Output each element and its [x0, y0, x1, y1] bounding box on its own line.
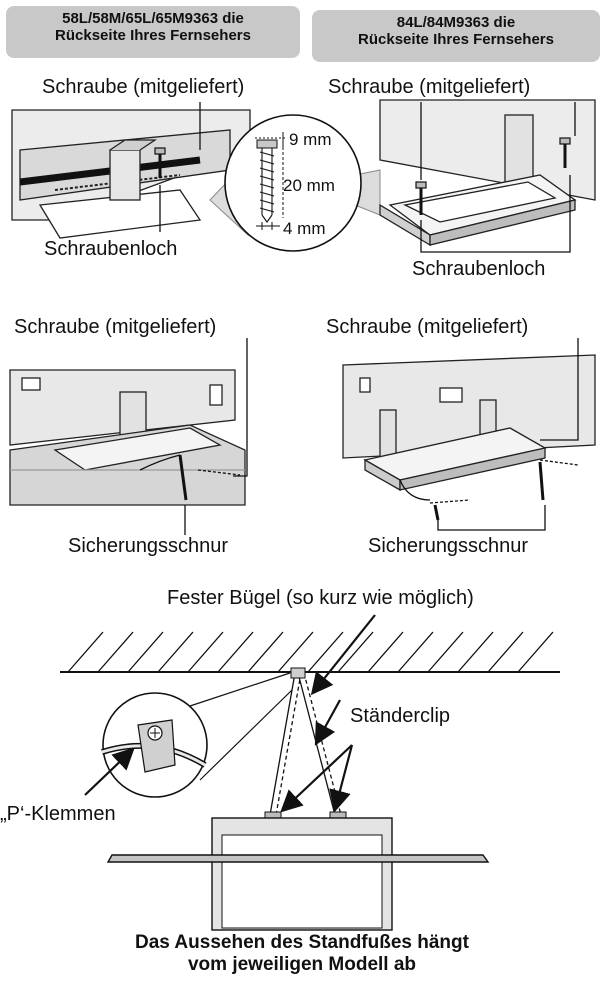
p-clamp-label: „P‘-Klemmen [0, 803, 116, 825]
middle-left-screw-label: Schraube (mitgeliefert) [14, 316, 217, 338]
dim-head-label: 9 mm [289, 130, 332, 149]
appearance-note-line2: vom jeweiligen Modell ab [187, 954, 417, 975]
screw-magnifier [209, 114, 381, 252]
top-right-screw-label: Schraube (mitgeliefert) [328, 76, 531, 98]
appearance-note: Das Aussehen des Standfußes hängt vom je… [0, 932, 604, 976]
bracket-label: Fester Bügel (so kurz wie möglich) [167, 587, 474, 609]
middle-left-tv-illustration [9, 369, 246, 506]
left-model-header: 58L/58M/65L/65M9363 die Rückseite Ihres … [6, 6, 300, 58]
dim-thread-label: 4 mm [283, 219, 326, 238]
top-left-hole-label: Schraubenloch [44, 238, 178, 260]
right-header-line2: Rückseite Ihres Fernsehers [358, 31, 554, 48]
top-right-screw-left [415, 181, 427, 215]
p-clamp-magnifier [101, 672, 293, 798]
middle-right-screw-leader [540, 338, 579, 441]
middle-right-cord [399, 459, 579, 521]
securing-cord [269, 672, 342, 816]
top-right-hole-label: Schraubenloch [412, 258, 546, 280]
top-left-tv-illustration [11, 109, 251, 239]
right-header-line1: 84L/84M9363 die [396, 14, 516, 31]
bracket-arrow [310, 614, 376, 696]
top-right-hole-leader [420, 175, 571, 253]
right-model-header: 84L/84M9363 die Rückseite Ihres Fernsehe… [312, 10, 600, 62]
stand-clip-label: Ständerclip [350, 705, 451, 727]
left-header-line2: Rückseite Ihres Fernsehers [55, 27, 251, 44]
clip-arrow-right [329, 744, 354, 813]
cord-arrow [314, 699, 341, 746]
middle-left-screw-leader [233, 338, 248, 477]
top-right-screw-right [559, 137, 571, 168]
clip-arrow-left [280, 744, 353, 813]
bottom-tv-stand [106, 817, 490, 931]
appearance-note-line1: Das Aussehen des Standfußes hängt [135, 932, 469, 953]
left-header-line1: 58L/58M/65L/65M9363 die [62, 10, 244, 27]
top-right-tv-illustration [379, 99, 596, 247]
p-clamp-arrow [84, 747, 135, 796]
middle-left-cord-label: Sicherungsschnur [68, 535, 229, 557]
top-left-screw-label: Schraube (mitgeliefert) [42, 76, 245, 98]
middle-left-cord [139, 454, 241, 501]
top-left-screw [154, 147, 166, 178]
middle-right-cord-leader [437, 505, 546, 531]
wall-surface [60, 631, 560, 673]
middle-right-screw-label: Schraube (mitgeliefert) [326, 316, 529, 338]
wall-bracket [290, 667, 306, 679]
middle-right-tv-illustration [342, 354, 596, 492]
dim-length-label: 20 mm [283, 176, 335, 195]
middle-right-cord-label: Sicherungsschnur [368, 535, 529, 557]
